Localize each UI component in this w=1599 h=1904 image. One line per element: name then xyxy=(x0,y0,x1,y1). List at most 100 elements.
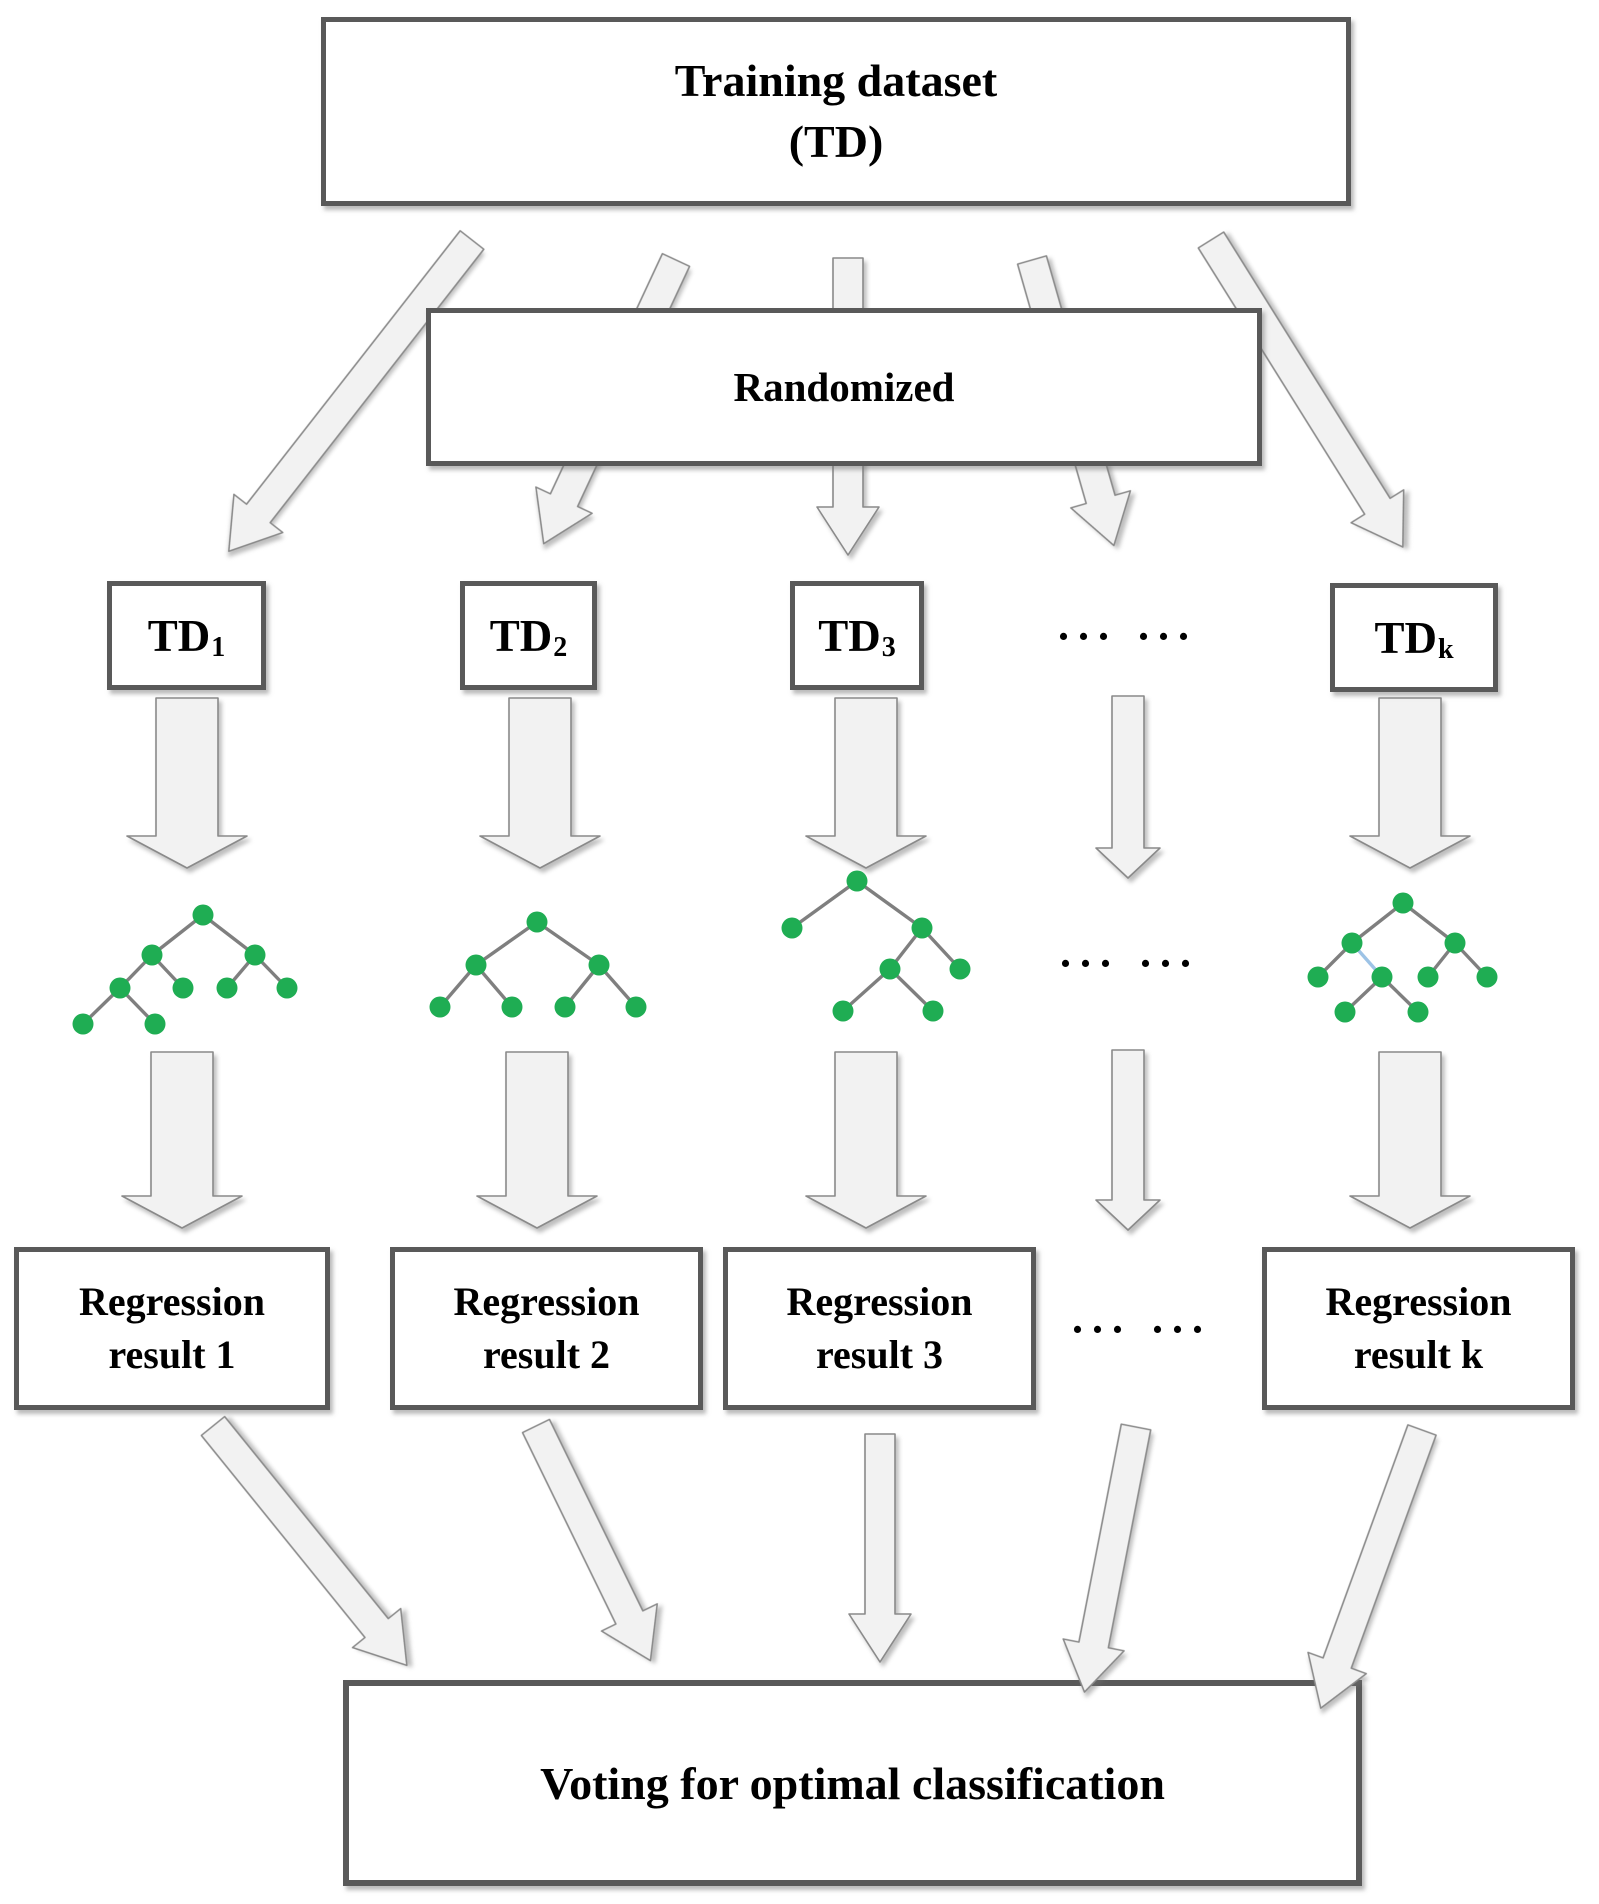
tree-edge xyxy=(118,986,157,1026)
block-arrow-row2-col3-icon xyxy=(805,1051,927,1229)
tree-edge xyxy=(841,967,892,1013)
regression-3-line1: Regression xyxy=(786,1278,973,1324)
block-arrow-row1-col5-icon xyxy=(1349,697,1471,869)
tree-node xyxy=(554,996,576,1018)
tree-node xyxy=(846,870,868,892)
td-k-subscript: k xyxy=(1437,633,1454,665)
tree-node xyxy=(625,996,647,1018)
block-arrow-row2-col4-icon xyxy=(1095,1049,1161,1231)
block-arrow-row1-col1-icon xyxy=(126,697,248,869)
regression-k-line2: result k xyxy=(1353,1331,1484,1377)
block-arrow-row1-col3-icon xyxy=(805,697,927,869)
tree-node xyxy=(109,977,131,999)
tree-node xyxy=(922,1000,944,1022)
tree-edge xyxy=(888,967,935,1013)
tree-node xyxy=(588,954,610,976)
tree-edge xyxy=(475,920,538,967)
decision-tree-4 xyxy=(1307,892,1498,1023)
regression-result-2-box: Regression result 2 xyxy=(390,1247,703,1410)
tree-node xyxy=(501,996,523,1018)
tree-node xyxy=(781,917,803,939)
decision-tree-1 xyxy=(72,904,298,1035)
tree-node xyxy=(192,904,214,926)
tree-node xyxy=(879,958,901,980)
tree-edge xyxy=(201,913,257,957)
tree-edge xyxy=(920,926,962,971)
td-3-label: TD xyxy=(818,610,881,661)
tree-edge xyxy=(563,963,601,1009)
decision-tree-3 xyxy=(781,870,971,1022)
block-arrow-row2-col2-icon xyxy=(476,1051,598,1229)
randomized-box: Randomized xyxy=(426,308,1262,466)
tree-node xyxy=(276,977,298,999)
randomized-label: Randomized xyxy=(733,364,955,410)
tree-edge xyxy=(888,926,924,971)
tree-node xyxy=(244,944,266,966)
regression-result-3-box: Regression result 3 xyxy=(723,1247,1036,1410)
td-1-label: TD xyxy=(147,610,211,661)
tree-edge xyxy=(1316,941,1354,979)
tree-edge xyxy=(118,953,154,990)
tree-edge xyxy=(1453,941,1489,979)
regression-result-k-box: Regression result k xyxy=(1262,1247,1575,1410)
converge-arrow-3-icon xyxy=(848,1433,912,1663)
regression-1-line2: result 1 xyxy=(108,1331,236,1377)
tree-node xyxy=(1392,892,1414,914)
regression-3-line2: result 3 xyxy=(815,1331,944,1377)
converge-arrow-5-icon xyxy=(1307,1424,1437,1709)
tree-edge xyxy=(150,953,185,990)
tree-edge xyxy=(253,953,289,990)
tree-node xyxy=(526,911,548,933)
tree-edge xyxy=(438,963,478,1009)
tree-edge xyxy=(81,986,122,1026)
tree-edge xyxy=(1350,941,1384,979)
ellipsis-td-row: ... ... xyxy=(1058,600,1198,650)
regression-result-1-box: Regression result 1 xyxy=(14,1247,330,1410)
tree-node xyxy=(949,958,971,980)
tree-node xyxy=(1444,932,1466,954)
converge-arrow-4-icon xyxy=(1062,1423,1152,1693)
tree-node xyxy=(465,954,487,976)
tree-edge xyxy=(791,879,858,930)
tree-node xyxy=(1407,1001,1429,1023)
tree-node xyxy=(429,996,451,1018)
regression-2-line2: result 2 xyxy=(482,1331,611,1377)
tree-node xyxy=(216,977,238,999)
tree-node xyxy=(832,1000,854,1022)
tree-edge xyxy=(225,953,257,990)
ellipsis-tree-row: ... ... xyxy=(1060,927,1200,977)
tree-edge xyxy=(150,913,205,957)
tree-edge xyxy=(1343,975,1384,1014)
tree-edge xyxy=(1350,901,1405,945)
tree-edge xyxy=(474,963,514,1009)
converge-arrow-2-icon xyxy=(521,1418,659,1662)
block-arrow-row2-col1-icon xyxy=(121,1051,243,1229)
tree-node xyxy=(1334,1001,1356,1023)
td-2-subscript: 2 xyxy=(553,631,568,663)
regression-2-line1: Regression xyxy=(453,1278,640,1324)
ellipsis-regression-row: ... ... xyxy=(1072,1293,1212,1343)
converge-arrow-1-icon xyxy=(200,1415,408,1667)
tree-node xyxy=(72,1013,94,1035)
tree-node xyxy=(1307,966,1329,988)
block-arrow-row1-col2-icon xyxy=(479,697,601,869)
regression-k-line1: Regression xyxy=(1325,1278,1512,1324)
tree-node xyxy=(911,917,933,939)
tree-node xyxy=(1476,966,1498,988)
block-arrow-row2-col5-icon xyxy=(1349,1051,1471,1229)
training-dataset-subtitle: (TD) xyxy=(788,115,884,167)
tree-edge xyxy=(1426,941,1457,979)
td-k-label: TD xyxy=(1374,612,1437,663)
tree-node xyxy=(1341,932,1363,954)
tree-edge xyxy=(597,963,638,1009)
td-3-subscript: 3 xyxy=(881,631,896,663)
training-dataset-box: Training dataset (TD) xyxy=(321,17,1351,206)
voting-box: Voting for optimal classification xyxy=(343,1680,1362,1886)
tree-node xyxy=(1417,966,1439,988)
tree-edge xyxy=(856,879,923,930)
